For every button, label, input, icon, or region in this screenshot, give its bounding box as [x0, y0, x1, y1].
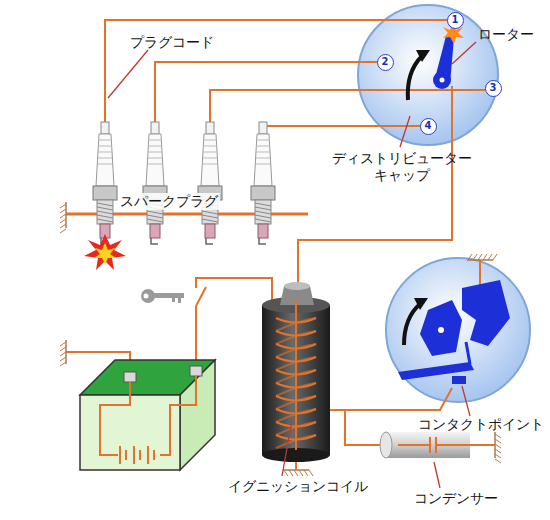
terminal-number: 3	[485, 80, 502, 97]
plug-wires	[66, 20, 495, 445]
condenser	[380, 432, 470, 458]
cam-rotation-arrow	[404, 304, 420, 345]
terminal-number: 2	[377, 54, 394, 71]
ignition-coil	[262, 282, 330, 462]
coil-ground-wire	[295, 462, 297, 470]
rotation-arrow-head	[416, 50, 430, 62]
part-label: ディストリビューター キャップ	[322, 150, 482, 184]
plug-spark-core	[94, 243, 116, 264]
terminal-number: 4	[420, 118, 437, 135]
ground-hatching	[60, 204, 501, 476]
terminal-number-text: 2	[382, 57, 389, 67]
rotor	[433, 36, 454, 89]
coil-winding	[276, 300, 316, 450]
rotation-arrow	[408, 56, 422, 100]
ignition-key	[141, 289, 184, 303]
breaker-arm	[398, 280, 510, 384]
battery-terminals	[124, 366, 202, 382]
distributor-cap	[358, 5, 498, 145]
contact-breaker-disc	[386, 258, 530, 402]
terminal-number-text: 3	[490, 83, 497, 93]
plug-spark	[84, 234, 126, 270]
battery	[80, 360, 215, 470]
part-label: コンタクトポイント	[416, 416, 546, 433]
spark-plugs	[93, 122, 275, 244]
terminal-number-text: 1	[452, 15, 459, 25]
part-label: プラグコード	[128, 34, 216, 51]
part-label: スパークプラグ	[118, 193, 220, 210]
breaker-spring	[466, 342, 470, 364]
part-label: コンデンサー	[412, 490, 500, 507]
breaker-cam	[420, 300, 462, 356]
part-label: イグニッションコイル	[226, 478, 370, 495]
battery-cells	[100, 376, 196, 464]
cam-rotation-arrow-head	[414, 298, 428, 310]
ignition-switch	[196, 287, 206, 306]
part-label: ローター	[476, 26, 536, 43]
terminal-number-text: 4	[425, 121, 432, 131]
terminal-number: 1	[447, 12, 464, 29]
